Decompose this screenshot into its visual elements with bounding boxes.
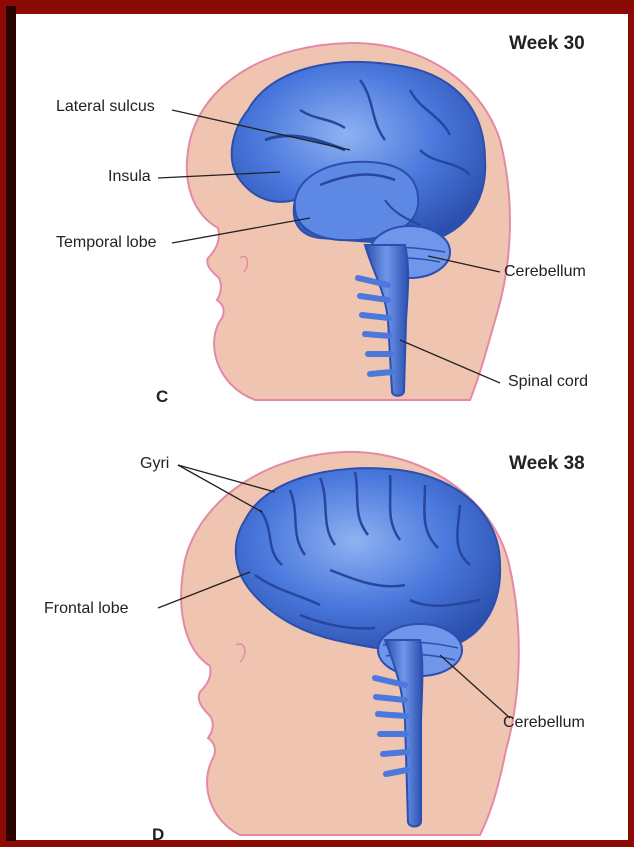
label-gyri: Gyri: [140, 455, 169, 473]
label-cerebellum-c: Cerebellum: [504, 263, 586, 281]
panel-letter-d: D: [152, 825, 164, 845]
panel-d-week-title: Week 38: [509, 453, 585, 475]
panel-letter-c: C: [156, 387, 168, 407]
label-spinal-cord: Spinal cord: [508, 373, 588, 391]
label-lateral-sulcus: Lateral sulcus: [56, 98, 155, 116]
label-insula: Insula: [108, 168, 151, 186]
label-cerebellum-d: Cerebellum: [503, 714, 585, 732]
label-frontal-lobe: Frontal lobe: [44, 600, 129, 618]
panel-c-week-title: Week 30: [509, 33, 585, 55]
label-temporal-lobe: Temporal lobe: [56, 234, 157, 252]
